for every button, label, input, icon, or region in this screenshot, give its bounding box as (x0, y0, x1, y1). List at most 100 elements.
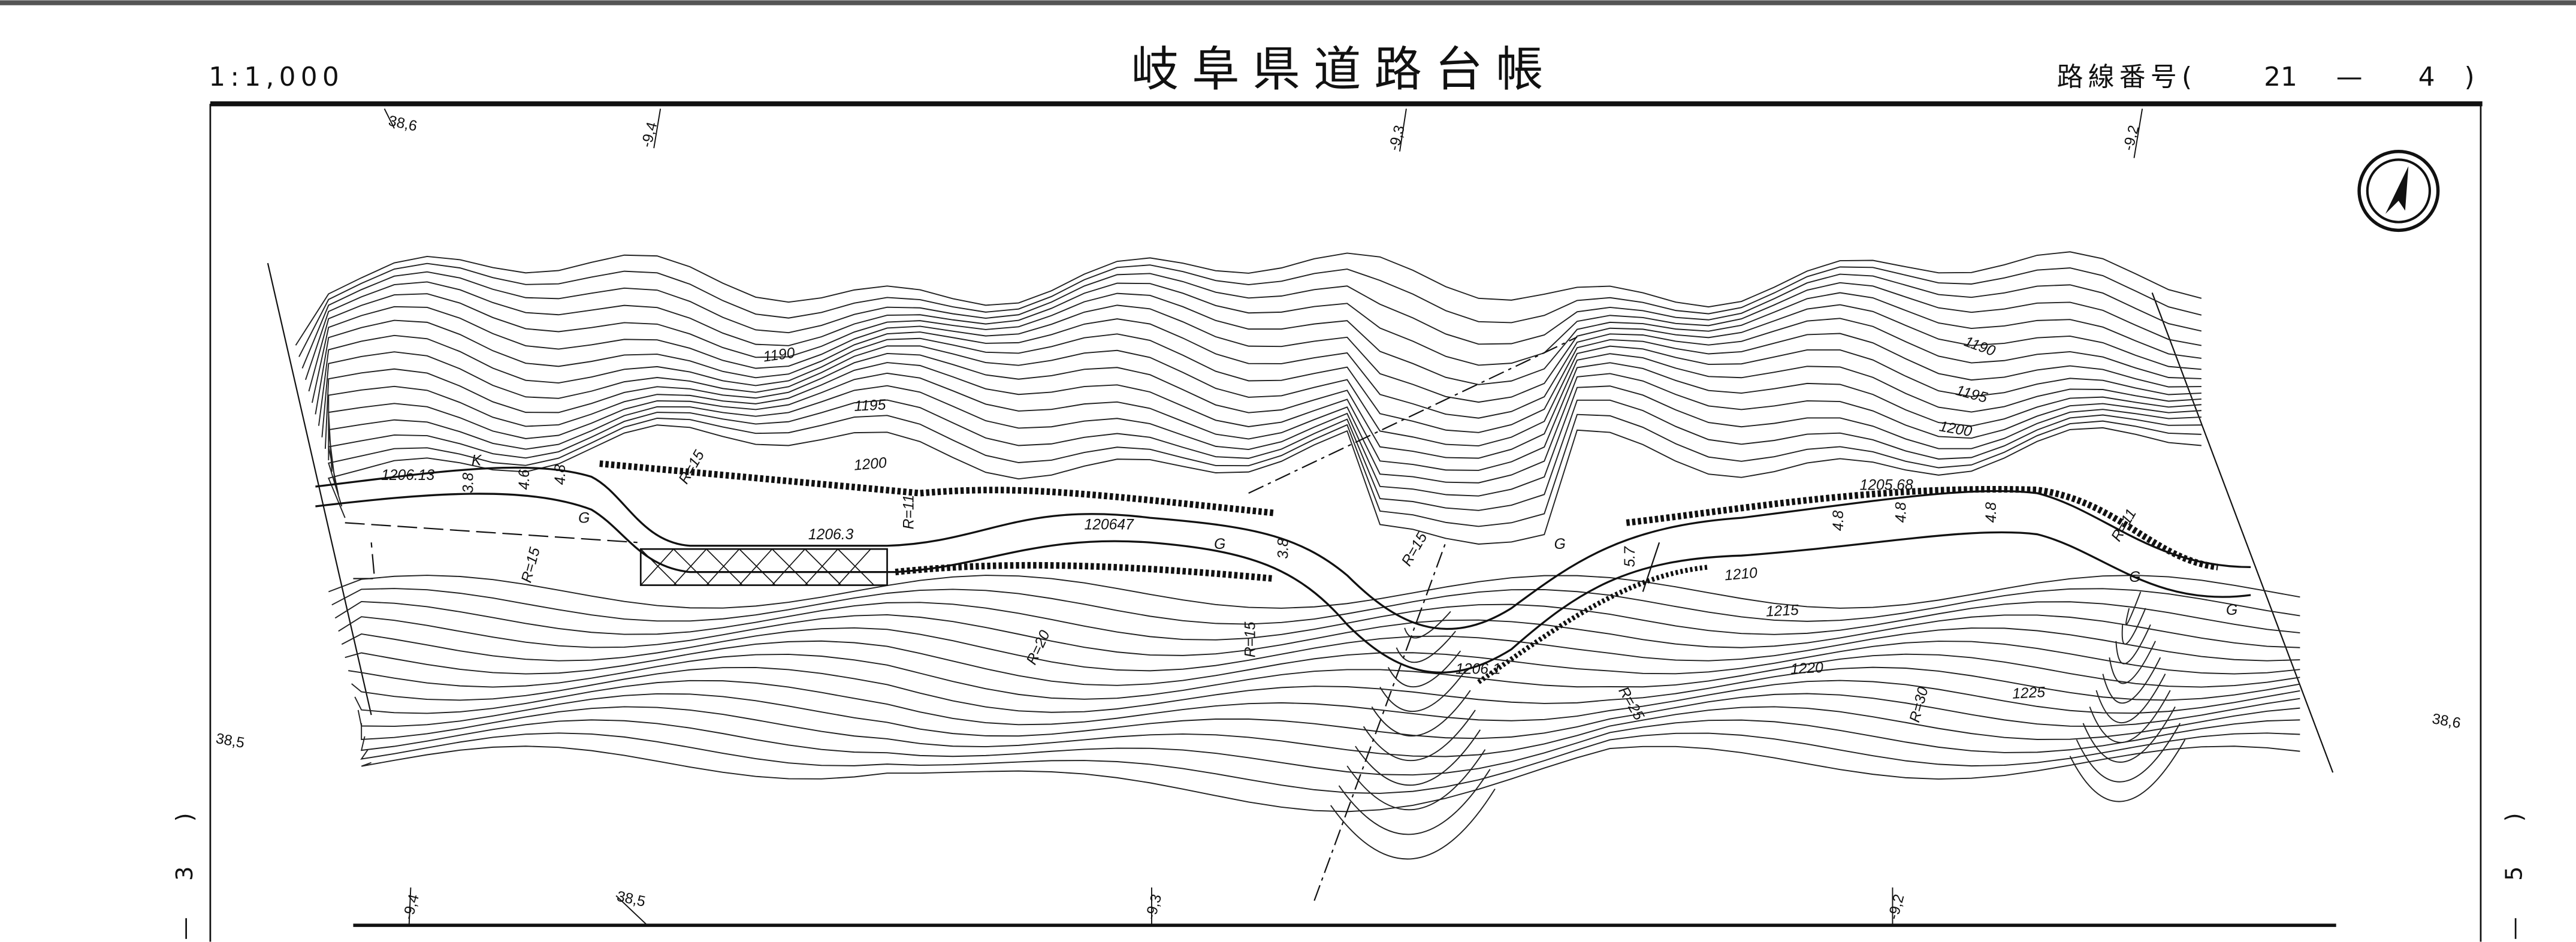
grid-label-top-3: -9,2 (2120, 108, 2143, 158)
contour-line (2109, 641, 2156, 684)
svg-text:5.7: 5.7 (1622, 546, 1638, 567)
road-alignment (315, 336, 2251, 901)
contour-line (311, 304, 2201, 403)
contour-line (1346, 749, 1486, 811)
svg-text:R=15: R=15 (1243, 621, 1259, 657)
svg-text:1210: 1210 (1724, 565, 1758, 584)
contour-line (357, 693, 2300, 739)
contour-line (345, 640, 2300, 686)
contour-line (301, 271, 2202, 369)
map-boundary-left (267, 262, 372, 715)
map-boundary-right (2151, 292, 2334, 773)
svg-text:4.6: 4.6 (517, 469, 533, 490)
svg-text:1205.68: 1205.68 (1860, 478, 1913, 494)
contour-line (360, 732, 2300, 794)
svg-text:1200: 1200 (853, 455, 887, 474)
svg-text:G: G (1214, 536, 1225, 552)
contour-line (328, 372, 2201, 484)
svg-text:-9,3: -9,3 (1386, 123, 1408, 152)
svg-text:4.8: 4.8 (1893, 502, 1909, 523)
route-number: 路線番号( 21 — 4 ) (2057, 62, 2475, 92)
contour-line (354, 680, 2300, 726)
svg-text:1225: 1225 (2012, 684, 2045, 702)
svg-text:R=15: R=15 (518, 545, 543, 584)
svg-text:-9,2: -9,2 (1885, 892, 1907, 921)
grid-label-top-2: -9,3 (1386, 108, 1408, 152)
contour-line (2089, 690, 2171, 743)
svg-text:—: — (171, 917, 198, 940)
grid-label-left: 38,5 (215, 730, 246, 751)
contour-line (2095, 674, 2166, 724)
svg-text:G: G (2226, 602, 2237, 618)
adjacent-sheet-right: ) 5 — (2501, 813, 2528, 940)
svg-text:3: 3 (171, 866, 198, 881)
contour-line (2125, 591, 2142, 626)
svg-text:R=11: R=11 (901, 495, 917, 530)
svg-text:R=30: R=30 (1907, 686, 1932, 724)
contour-line (328, 575, 2300, 609)
contour-line (1363, 709, 1476, 762)
svg-text:G: G (1554, 536, 1566, 552)
contour-line (351, 666, 2300, 713)
svg-text:1190: 1190 (1962, 334, 1997, 360)
svg-text:3.8: 3.8 (1276, 538, 1292, 559)
contour-line (1330, 789, 1496, 860)
svg-text:4: 4 (2418, 62, 2435, 92)
svg-text:1206.1: 1206.1 (1455, 662, 1500, 678)
svg-text:21: 21 (2264, 62, 2297, 92)
contour-line (328, 413, 2201, 527)
svg-text:-9,4: -9,4 (400, 892, 422, 921)
contour-line (315, 318, 2201, 419)
scale-label: 1:1,000 (209, 62, 344, 92)
contour-line (328, 424, 2201, 545)
svg-text:3.8: 3.8 (461, 472, 477, 493)
svg-text:120647: 120647 (1085, 517, 1135, 533)
contour-line (1371, 690, 1471, 737)
contour-line (324, 353, 2201, 459)
grid-label-bottom-1: 38,5 (615, 888, 648, 926)
svg-text:-9,3: -9,3 (1143, 892, 1165, 921)
contour-line (341, 627, 2300, 672)
grid-label-bottom-3: -9,2 (1885, 887, 1907, 926)
contour-lines (295, 251, 2300, 860)
grid-label-right: 38,6 (2431, 711, 2462, 732)
svg-text:): ) (2501, 813, 2528, 822)
contour-line (2121, 608, 2146, 645)
contour-line (1379, 670, 1466, 712)
svg-text:1206.13: 1206.13 (381, 467, 434, 484)
svg-text:38,6: 38,6 (2431, 711, 2462, 732)
svg-text:—: — (2501, 917, 2528, 940)
contour-line (1355, 729, 1481, 786)
svg-text:38,5: 38,5 (215, 730, 246, 751)
svg-text:G: G (2129, 569, 2140, 585)
grid-label-bottom-2: -9,3 (1143, 887, 1165, 926)
svg-text:): ) (2465, 62, 2475, 92)
contour-line (1404, 611, 1451, 639)
contour-line (334, 600, 2300, 641)
svg-text:1195: 1195 (854, 397, 887, 415)
svg-text:1220: 1220 (1790, 660, 1823, 678)
grid-label-bottom-0: -9,4 (400, 887, 422, 926)
grid-label-top-1: -9,4 (638, 108, 662, 149)
contour-line (308, 292, 2202, 392)
contour-line (348, 653, 2300, 700)
contour-line (328, 385, 2201, 497)
contour-line (361, 745, 2300, 813)
contour-line (295, 251, 2202, 346)
contour-line (328, 362, 2201, 471)
svg-text:—: — (2336, 62, 2363, 92)
svg-text:5: 5 (2501, 866, 2528, 881)
map-labels: 1190 1195 1200 1190 1195 1200 1210 1215 … (381, 334, 2237, 724)
contour-line (2082, 706, 2176, 763)
svg-text:4.8: 4.8 (1831, 511, 1847, 532)
svg-text:K: K (472, 452, 482, 469)
contour-line (2069, 739, 2186, 802)
adjacent-sheet-left: ) 3 — (171, 813, 198, 940)
north-arrow-icon (2357, 149, 2440, 233)
svg-text:R=15: R=15 (1399, 530, 1430, 569)
contour-line (361, 706, 2300, 757)
svg-text:4.8: 4.8 (552, 464, 569, 485)
contour-line (331, 588, 2300, 625)
contour-line (2115, 624, 2151, 665)
